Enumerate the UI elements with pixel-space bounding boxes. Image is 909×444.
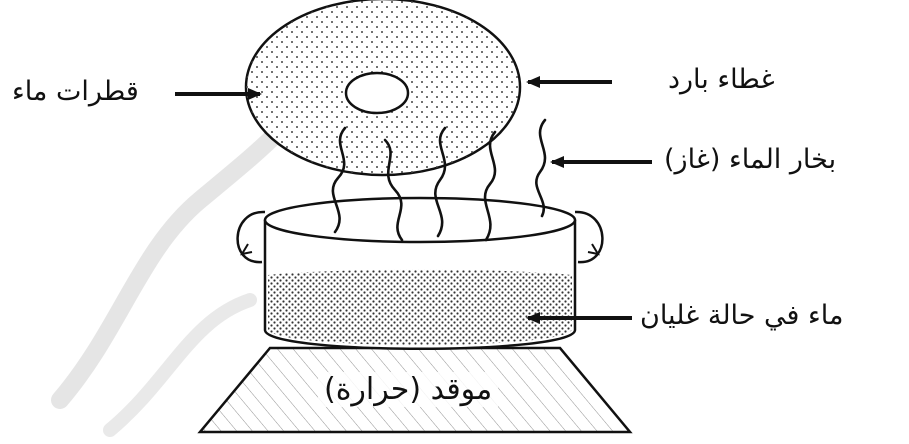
- label-water-vapor: بخار الماء (غاز): [664, 144, 836, 175]
- label-boiling-water: ماء في حالة غليان: [640, 300, 843, 331]
- pot-rim: [265, 198, 575, 242]
- boiling-water-fill: [268, 270, 572, 345]
- lid: [246, 0, 520, 175]
- label-water-droplets: قطرات ماء: [12, 76, 139, 107]
- lid-knob: [346, 73, 408, 113]
- label-stove-heat: موقد (حرارة): [318, 372, 498, 407]
- pot: [238, 198, 603, 349]
- label-cold-lid: غطاء بارد: [668, 64, 775, 95]
